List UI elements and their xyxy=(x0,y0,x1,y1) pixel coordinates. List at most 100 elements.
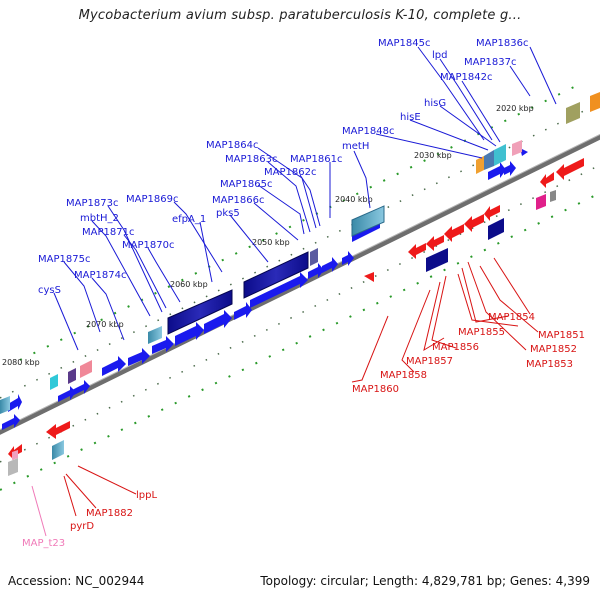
gene-arrow xyxy=(426,235,444,251)
top-right-blocks xyxy=(476,92,600,174)
gene-block-magenta xyxy=(536,194,546,210)
kbp-label: 2030 kbp xyxy=(414,151,452,160)
gene-label: metH xyxy=(342,141,369,152)
gene-arrow xyxy=(72,380,90,396)
gene-label: MAP1851 xyxy=(538,330,585,341)
gene-label: MAP1871c xyxy=(82,227,134,238)
gene-block-orange xyxy=(590,92,600,112)
kbp-label: 2080 kbp xyxy=(2,358,40,367)
gene-label: MAP1860 xyxy=(352,384,399,395)
gene-label: MAP1865c xyxy=(220,179,272,190)
gene-arrow xyxy=(2,414,20,430)
kbp-label: 2060 kbp xyxy=(170,280,208,289)
gene-block-purple-2 xyxy=(68,368,76,384)
gene-label: MAP1845c xyxy=(378,38,430,49)
gene-block-pink-2 xyxy=(512,140,522,156)
genome-summary-text: Topology: circular; Length: 4,829,781 bp… xyxy=(260,574,590,588)
gene-label: MAP1866c xyxy=(212,195,264,206)
gene-arrow xyxy=(234,302,252,320)
gene-arrow xyxy=(540,172,554,188)
gene-arrow xyxy=(8,394,22,412)
gene-arrow xyxy=(58,386,76,402)
gene-label: MAP1873c xyxy=(66,198,118,209)
gene-label: MAP1858 xyxy=(380,370,427,381)
gene-label: MAP_t23 xyxy=(22,538,65,549)
gene-label: MAP1864c xyxy=(206,140,258,151)
gene-label: MAP1842c xyxy=(440,72,492,83)
gene-label: lpd xyxy=(432,50,447,61)
gene-block-cyan xyxy=(351,205,385,237)
gene-block-navy-2 xyxy=(488,218,504,240)
gene-label: MAP1869c xyxy=(126,194,178,205)
gene-block-pink xyxy=(80,360,92,378)
accession-text: Accession: NC_002944 xyxy=(8,574,145,588)
gene-block-pink-bottom xyxy=(12,450,18,460)
gene-block-pks5 xyxy=(167,289,233,335)
gene-label: efpA_1 xyxy=(172,214,206,225)
gene-arrow xyxy=(128,348,150,366)
gene-label: pyrD xyxy=(70,521,94,532)
gene-block-navy xyxy=(426,248,448,272)
gene-label: hisG xyxy=(424,98,446,109)
gene-label: MAP1857 xyxy=(406,356,453,367)
forward-leaders xyxy=(53,46,557,351)
gene-arrow xyxy=(46,421,70,439)
gene-block-steel xyxy=(484,150,494,170)
gene-label: MAP1863c xyxy=(225,154,277,165)
gene-arrow xyxy=(102,356,126,376)
gene-label: MAP1855 xyxy=(458,327,505,338)
gene-block-cyan-bottom xyxy=(52,440,64,460)
gene-arrow xyxy=(464,214,484,232)
gene-label: MAP1848c xyxy=(342,126,394,137)
gene-arrow xyxy=(152,336,174,354)
gene-label: MAP1882 xyxy=(86,508,133,519)
gene-label: MAP1870c xyxy=(122,240,174,251)
reverse-strand-arrows xyxy=(8,158,584,460)
reverse-leaders xyxy=(63,257,539,517)
gene-arrow xyxy=(322,257,338,273)
gene-arrow xyxy=(204,310,232,334)
gene-label: MAP1836c xyxy=(476,38,528,49)
kbp-label: 2020 kbp xyxy=(496,104,534,113)
gene-label: pks5 xyxy=(216,208,240,219)
gene-arrow xyxy=(342,251,354,266)
gene-label: MAP1874c xyxy=(74,270,126,281)
gene-label: MAP1854 xyxy=(488,312,535,323)
kbp-label: 2040 kbp xyxy=(335,195,373,204)
gene-arrow xyxy=(308,263,324,279)
gene-block-cyan-small xyxy=(148,326,162,344)
gene-block-olive xyxy=(566,102,580,124)
gene-label: mbtH_2 xyxy=(80,213,119,224)
gene-label: MAP1856 xyxy=(432,342,479,353)
reverse-blocks xyxy=(8,190,556,476)
gene-label: cysS xyxy=(38,285,61,296)
gene-label: MAP1861c xyxy=(290,154,342,165)
gene-block-map1866c xyxy=(243,251,309,299)
gene-label: MAP1862c xyxy=(264,167,316,178)
large-genes xyxy=(0,205,385,414)
gene-label: MAP1852 xyxy=(530,344,577,355)
kbp-label: 2070 kbp xyxy=(86,320,124,329)
gene-block-cyan-3 xyxy=(50,374,58,390)
gene-label: MAP1837c xyxy=(464,57,516,68)
gene-arrow xyxy=(484,205,500,221)
gene-label: MAP1875c xyxy=(38,254,90,265)
gene-block-gray-bottom xyxy=(8,458,18,476)
gene-arrow xyxy=(444,224,464,242)
gene-arrow xyxy=(250,272,308,308)
gene-arrow xyxy=(175,322,204,346)
gene-label: hisE xyxy=(400,112,421,123)
rna-leader xyxy=(31,485,47,537)
gene-arrow xyxy=(556,158,584,180)
gene-block-purple xyxy=(310,248,318,266)
gene-arrow xyxy=(488,162,506,180)
gene-label: lppL xyxy=(136,490,157,501)
gene-block-gray xyxy=(550,190,556,202)
gene-arrow xyxy=(504,161,516,176)
gene-block-orange-2 xyxy=(476,156,484,174)
gene-label: MAP1853 xyxy=(526,359,573,370)
gene-block-cyan-left xyxy=(0,396,10,414)
gene-block-teal xyxy=(494,144,506,166)
forward-strand-arrows xyxy=(2,148,528,430)
